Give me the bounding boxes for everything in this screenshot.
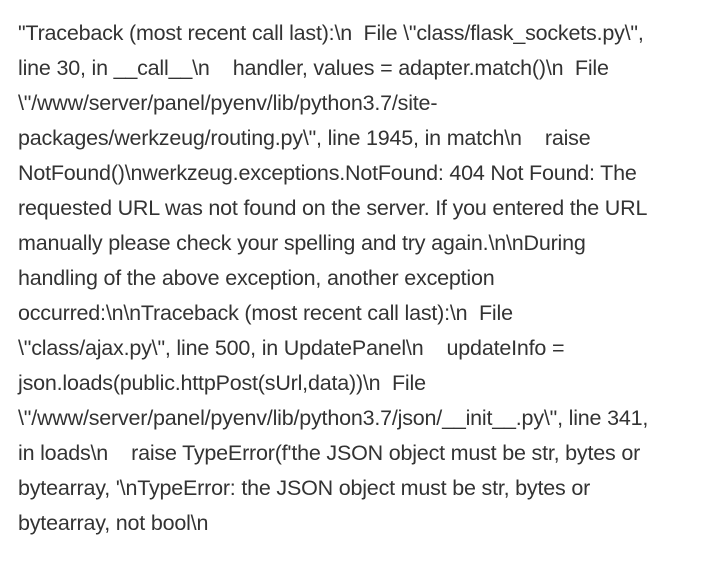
traceback-line: in loads\n raise TypeError(f'the JSON ob… — [18, 441, 641, 465]
traceback-line: manually please check your spelling and … — [18, 231, 586, 255]
traceback-line: packages/werkzeug/routing.py\", line 194… — [18, 126, 591, 150]
traceback-line: bytearray, not bool\n — [18, 511, 209, 535]
traceback-line: \"/www/server/panel/pyenv/lib/python3.7/… — [18, 91, 438, 115]
error-traceback-text: "Traceback (most recent call last):\n Fi… — [18, 16, 718, 541]
traceback-line: line 30, in __call__\n handler, values =… — [18, 56, 609, 80]
traceback-line: requested URL was not found on the serve… — [18, 196, 648, 220]
traceback-line: bytearray, '\nTypeError: the JSON object… — [18, 476, 591, 500]
traceback-line: \"class/ajax.py\", line 500, in UpdatePa… — [18, 336, 565, 360]
traceback-line: "Traceback (most recent call last):\n Fi… — [18, 21, 644, 45]
traceback-line: occurred:\n\nTraceback (most recent call… — [18, 301, 513, 325]
traceback-line: \"/www/server/panel/pyenv/lib/python3.7/… — [18, 406, 649, 430]
traceback-line: json.loads(public.httpPost(sUrl,data))\n… — [18, 371, 426, 395]
traceback-line: NotFound()\nwerkzeug.exceptions.NotFound… — [18, 161, 637, 185]
traceback-line: handling of the above exception, another… — [18, 266, 495, 290]
